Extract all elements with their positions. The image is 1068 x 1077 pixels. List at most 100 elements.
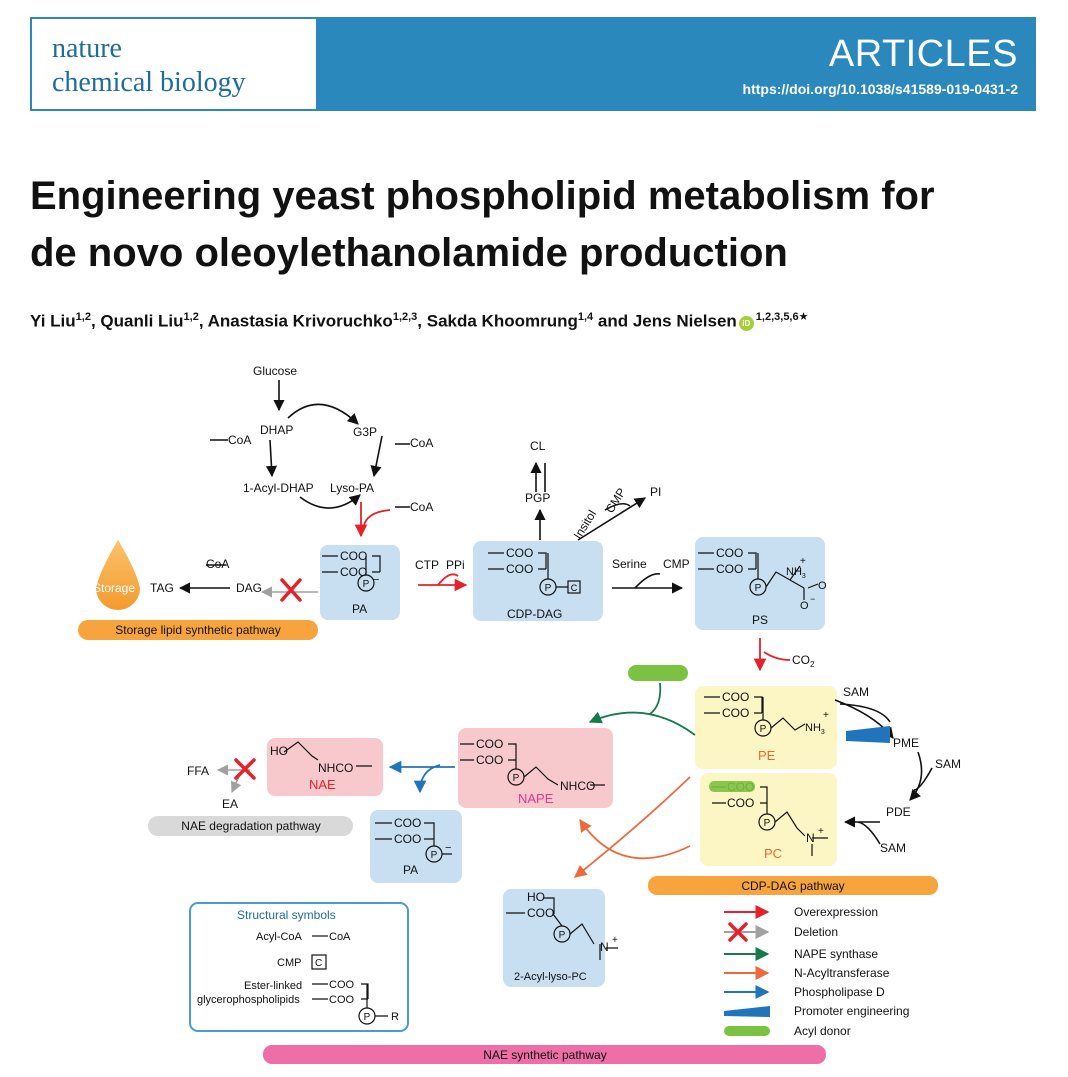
- nae-box: [267, 738, 383, 796]
- author-affiliation: 1,2,3: [392, 311, 418, 323]
- tag-label: TAG: [150, 581, 174, 595]
- legend-promoter-engineering-icon: [724, 1006, 770, 1017]
- author-name[interactable]: Quanli Liu: [100, 311, 184, 331]
- pc-label: PC: [764, 846, 782, 861]
- nape-label: NAPE: [518, 791, 554, 806]
- pa-label: PA: [403, 863, 418, 877]
- nae-synthetic-bar: [263, 1045, 826, 1064]
- symbols-ester2: glycerophospholipids: [197, 994, 300, 1006]
- lyso-pa-label: Lyso-PA: [330, 481, 374, 495]
- c-box-label: C: [571, 583, 578, 593]
- legend-label: Promoter engineering: [794, 1004, 909, 1018]
- nh3-text: NH: [805, 722, 821, 734]
- legend-acyl-donor-pill: [724, 1026, 770, 1036]
- ho-label: HO: [270, 744, 288, 758]
- author-name[interactable]: Yi Liu: [30, 311, 76, 331]
- pc-box: [700, 773, 837, 866]
- molecule-skeletons: [283, 552, 828, 1017]
- co2-subscript: 2: [810, 660, 815, 669]
- sam-label: SAM: [880, 841, 906, 855]
- author-separator: and: [593, 311, 633, 331]
- coo-label: COO: [716, 546, 743, 560]
- author-name[interactable]: Anastasia Krivoruchko: [207, 311, 393, 331]
- storage-label: Storage: [93, 581, 135, 595]
- author-separator: ,: [90, 311, 101, 331]
- sam-label: SAM: [935, 757, 961, 771]
- nh3-text: NH: [786, 566, 802, 578]
- cl-label: CL: [530, 439, 546, 453]
- orcid-icon[interactable]: iD: [738, 315, 754, 331]
- article-title: Engineering yeast phospholipid metabolis…: [30, 168, 1030, 282]
- coa-label: CoA: [228, 433, 251, 447]
- nhco-label: NHCO: [560, 779, 595, 793]
- p-label: P: [513, 773, 520, 784]
- coa-label: CoA: [410, 436, 433, 450]
- coo-label: COO: [527, 906, 554, 920]
- pa-label: PA: [352, 602, 367, 616]
- coo-label: COO: [716, 562, 743, 576]
- nae-degradation-bar: [148, 816, 353, 836]
- coo-label: COO: [722, 690, 749, 704]
- doi-link[interactable]: https://doi.org/10.1038/s41589-019-0431-…: [742, 81, 1018, 97]
- charge-minus: −: [445, 842, 451, 854]
- coo-label: COO: [476, 737, 503, 751]
- nh3-label: NH3: [805, 722, 825, 736]
- coo-label: COO: [727, 796, 754, 810]
- lyso-pc-label: 2-Acyl-lyso-PC: [514, 971, 587, 983]
- journal-logo[interactable]: nature chemical biology: [30, 17, 318, 111]
- dhap-label: DHAP: [260, 423, 293, 437]
- n-label: N: [600, 940, 609, 954]
- nh3-subscript: 3: [821, 729, 825, 736]
- author-affiliation: 1,2,3,5,6★: [755, 311, 809, 323]
- o-minus-label: O: [800, 600, 809, 612]
- ffa-label: FFA: [187, 764, 209, 778]
- p-label: P: [755, 583, 762, 594]
- sam-label: SAM: [843, 685, 869, 699]
- ppi-label: PPi: [446, 558, 465, 572]
- charge-plus: +: [612, 935, 618, 946]
- pgp-label: PGP: [525, 491, 550, 505]
- co2-text: CO: [792, 653, 810, 667]
- title-line-1: Engineering yeast phospholipid metabolis…: [30, 174, 935, 218]
- author-list: Yi Liu1,2, Quanli Liu1,2, Anastasia Kriv…: [30, 310, 1050, 332]
- journal-name-line2: chemical biology: [52, 67, 246, 98]
- pe-label: PE: [758, 748, 776, 763]
- ho-label: HO: [527, 890, 545, 904]
- journal-name-line1: nature: [52, 33, 122, 64]
- glucose-label: Glucose: [253, 364, 297, 378]
- header-band: ARTICLES https://doi.org/10.1038/s41589-…: [318, 17, 1036, 111]
- nh3-subscript: 3: [802, 573, 806, 580]
- p-label: P: [760, 724, 767, 735]
- coa-label: CoA: [410, 500, 433, 514]
- charge-plus: +: [823, 710, 829, 721]
- p-label: P: [364, 1012, 371, 1023]
- coo-label: COO: [340, 565, 367, 579]
- legend-label: Acyl donor: [794, 1024, 851, 1038]
- nae-degradation-label: NAE degradation pathway: [181, 819, 320, 833]
- cdp-dag-label: CDP-DAG: [507, 607, 562, 621]
- dag-label: DAG: [236, 581, 262, 595]
- acyl-dhap-label: 1-Acyl-DHAP: [243, 481, 314, 495]
- r-label: R: [391, 1011, 399, 1023]
- coo-label: COO: [394, 816, 421, 830]
- author-name[interactable]: Jens Nielsen: [632, 311, 737, 331]
- nhco-label: NHCO: [318, 761, 353, 775]
- legend-label: N-Acyltransferase: [794, 966, 890, 980]
- section-label: ARTICLES: [828, 33, 1018, 75]
- overexpression-arrows: [354, 502, 791, 672]
- coo-label: COO: [506, 562, 533, 576]
- p-label: P: [431, 850, 438, 861]
- legend-label: Overexpression: [794, 905, 878, 919]
- author-affiliation: 1,2: [75, 311, 91, 323]
- pde-label: PDE: [886, 805, 911, 819]
- author-name[interactable]: Sakda Khoomrung: [426, 311, 578, 331]
- coo-label: COO: [506, 546, 533, 560]
- co2-label: CO2: [792, 653, 815, 669]
- symbols-ester1: Ester-linked: [244, 980, 302, 992]
- charge-minus: −: [810, 594, 815, 604]
- legend-label: Phospholipase D: [794, 985, 885, 999]
- storage-drop-icon: [96, 540, 140, 610]
- metabolic-arrows: [178, 380, 933, 845]
- cdp-dag-pathway-bar: [648, 876, 938, 895]
- cdp-dag-box: [473, 541, 603, 621]
